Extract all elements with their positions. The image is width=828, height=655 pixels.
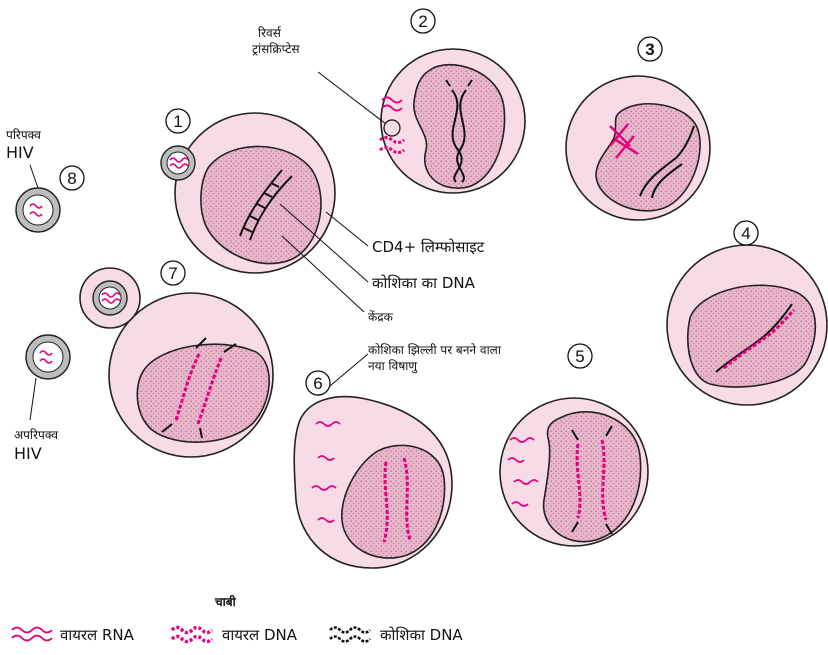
label-mature-2: HIV (6, 143, 34, 162)
step-number-5: 5 (575, 347, 584, 366)
label-cd4-lymphocyte: CD4+ लिम्फोसाइट (372, 238, 485, 256)
label-reverse-transcriptase-1: रिवर्स (258, 26, 282, 40)
label-immature-2: HIV (14, 444, 42, 463)
cell-dna-4 (715, 303, 793, 373)
key-viral-rna-label: वायरल RNA (60, 626, 135, 644)
key-cell-dna: कोशिका DNA (329, 626, 463, 644)
rt-leader-line (317, 71, 387, 125)
viral-dna-4 (723, 308, 796, 370)
labels: रिवर्स ट्रांसक्रिप्टेस परिपक्व HIV अपरिप… (6, 26, 502, 463)
step-number-1: 1 (173, 112, 182, 131)
viral-rna-6 (311, 421, 341, 523)
key-viral-dna-label: वायरल DNA (222, 626, 298, 644)
cell-step-6 (293, 353, 453, 569)
cell-step-5 (499, 397, 649, 547)
viral-dna-7 (174, 351, 224, 425)
mature-hiv-8 (15, 164, 61, 233)
label-nucleus: केंद्रक (368, 310, 394, 324)
key-title: चाबी (214, 595, 237, 609)
viral-dna-icon (170, 625, 214, 635)
step-number-4: 4 (741, 224, 750, 243)
reverse-transcriptase-2 (379, 96, 405, 154)
cell-step-7 (79, 267, 274, 458)
cell-step-2 (317, 48, 526, 194)
key-cell-dna-label: कोशिका DNA (380, 626, 463, 644)
nucleus-7 (136, 343, 270, 443)
viral-dna-6 (382, 457, 412, 543)
key-viral-dna: वायरल DNA (170, 625, 298, 644)
leader-lines (279, 203, 369, 313)
label-new-virus-1: कोशिका झिल्ली पर बनने वाला (368, 343, 502, 357)
nucleus-5 (542, 411, 642, 543)
nucleus-2 (413, 63, 506, 189)
step-number-3: 3 (645, 40, 654, 59)
step-number-8: 8 (67, 169, 76, 188)
label-mature-1: परिपक्व (6, 128, 41, 142)
immature-hiv (25, 334, 71, 421)
cell-dna-2 (445, 79, 473, 183)
viral-rna-icon (11, 626, 53, 634)
cell-step-4 (666, 244, 828, 406)
viral-dna-3 (609, 123, 639, 159)
label-reverse-transcriptase-2: ट्रांसक्रिप्टेस (252, 42, 300, 56)
step-number-2: 2 (418, 12, 427, 31)
hiv-attaching-1 (160, 145, 196, 181)
label-immature-1: अपरिपक्व (14, 428, 58, 442)
step-number-7: 7 (168, 264, 177, 283)
cell-dna-icon (329, 626, 371, 634)
hiv-budding-7 (92, 280, 128, 316)
label-cell-dna: कोशिका का DNA (372, 274, 476, 292)
nucleus-4 (687, 284, 817, 388)
nucleus-6 (341, 444, 446, 559)
key-legend: चाबी वायरल RNA वायरल DNA कोशिका DNA (11, 595, 463, 644)
key-viral-rna: वायरल RNA (11, 626, 135, 644)
cell-step-1 (160, 112, 336, 274)
viral-rna-5 (507, 437, 539, 507)
cell-dna-1 (239, 169, 293, 241)
cell-step-3 (565, 75, 711, 221)
step-number-6: 6 (313, 374, 322, 393)
viral-dna-5 (575, 439, 608, 521)
cell-dna-3 (639, 125, 695, 199)
label-new-virus-2: नया विषाणु (368, 359, 418, 374)
step-numbers: 1 2 3 4 5 6 7 8 (59, 8, 759, 396)
